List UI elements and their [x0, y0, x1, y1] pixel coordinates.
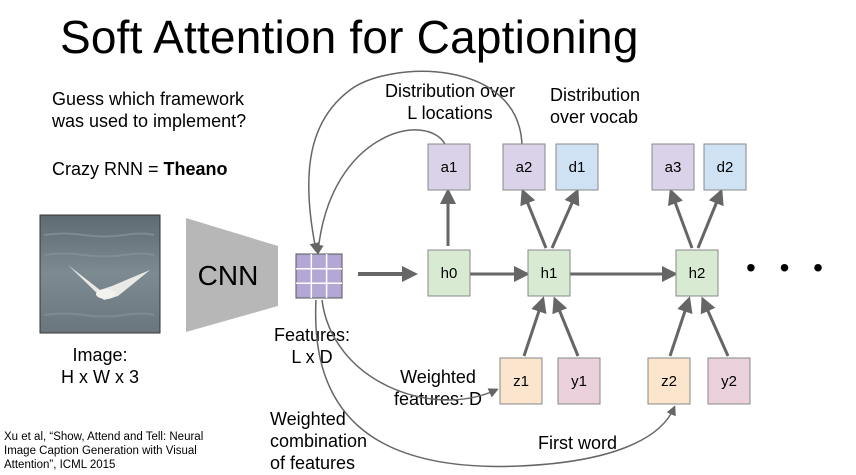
node-y2-box	[707, 357, 751, 405]
weighted-combination-label: Weighted combination of features	[270, 408, 367, 474]
image-label-line-1: Image:	[72, 345, 128, 365]
dist-locations-line-1: Distribution over	[384, 81, 516, 101]
node-d1-label: d1	[569, 159, 586, 176]
node-y2-label: y2	[721, 373, 737, 390]
citation: Xu et al, “Show, Attend and Tell: Neural…	[4, 430, 203, 472]
question-line-1: Guess which framework	[52, 89, 245, 109]
features-to-z1-curve	[321, 299, 499, 401]
node-h2-label: h2	[689, 265, 706, 282]
node-z2-box	[647, 357, 691, 405]
answer-text: Crazy RNN = Theano	[52, 158, 228, 180]
node-z1-label: z1	[513, 373, 529, 390]
question-text: Guess which framework was used to implem…	[52, 88, 246, 132]
image-label-line-2: H x W x 3	[60, 367, 139, 387]
node-d2-label: d2	[717, 159, 734, 176]
citation-line-2: Image Caption Generation with Visual	[4, 445, 197, 457]
node-a2-box	[502, 143, 546, 191]
node-a3-label: a3	[665, 159, 682, 176]
features-to-z2-curve	[314, 299, 676, 468]
dist-vocab-label: Distribution over vocab	[550, 84, 640, 128]
cnn-block	[186, 218, 278, 332]
y1-to-h1-arrow	[552, 296, 580, 357]
answer-framework: Theano	[163, 159, 228, 179]
h2-to-a3-arrow	[667, 188, 694, 249]
node-a2-label: a2	[516, 159, 533, 176]
slide-title: Soft Attention for Captioning	[60, 11, 639, 63]
z2-to-h2-arrow	[668, 296, 693, 357]
image-label: Image: H x W x 3	[40, 344, 160, 388]
node-a1-box	[427, 143, 471, 191]
y2-to-h2-arrow	[700, 296, 730, 357]
citation-line-1: Xu et al, “Show, Attend and Tell: Neural	[4, 431, 204, 443]
node-d2-box	[703, 143, 747, 191]
ellipsis-dots: • • •	[746, 252, 831, 283]
node-a3-box	[651, 143, 695, 191]
node-z1-box	[499, 357, 543, 405]
node-h1-label: h1	[541, 265, 558, 282]
node-y1-box	[557, 357, 601, 405]
weighted-combination-line-3: of features	[270, 453, 356, 473]
feature-grid	[295, 253, 343, 299]
h1-to-a2-arrow	[520, 188, 548, 249]
input-image	[39, 214, 161, 334]
z1-to-h1-arrow	[522, 296, 547, 357]
h2-to-d2-arrow	[696, 188, 724, 249]
node-h0-box	[427, 249, 471, 297]
cnn-label: CNN	[198, 260, 259, 291]
first-word-label: First word	[538, 433, 618, 453]
citation-line-3: Attention”, ICML 2015	[4, 459, 116, 471]
node-a1-label: a1	[441, 159, 458, 176]
node-h1-box	[527, 249, 571, 297]
node-h2-box	[675, 249, 719, 297]
weighted-combination-line-1: Weighted	[270, 409, 346, 429]
node-z2-label: z2	[661, 373, 677, 390]
dist-locations-line-2: L locations	[407, 103, 493, 123]
a1-to-features-curve	[313, 129, 447, 255]
dist-locations-label: Distribution over L locations	[370, 80, 530, 124]
dist-vocab-line-1: Distribution	[550, 85, 641, 105]
weighted-features-line-1: Weighted	[400, 367, 476, 387]
node-d1-box	[555, 143, 599, 191]
question-line-2: was used to implement?	[52, 111, 247, 131]
answer-prefix: Crazy RNN =	[52, 159, 164, 179]
node-h0-label: h0	[441, 265, 458, 282]
weighted-combination-line-2: combination	[270, 431, 368, 451]
features-label-line-2: L x D	[291, 347, 333, 367]
node-y1-label: y1	[571, 373, 587, 390]
a2-to-features-curve	[307, 70, 523, 253]
h1-to-d1-arrow	[550, 188, 580, 249]
dist-vocab-line-2: over vocab	[550, 107, 639, 127]
